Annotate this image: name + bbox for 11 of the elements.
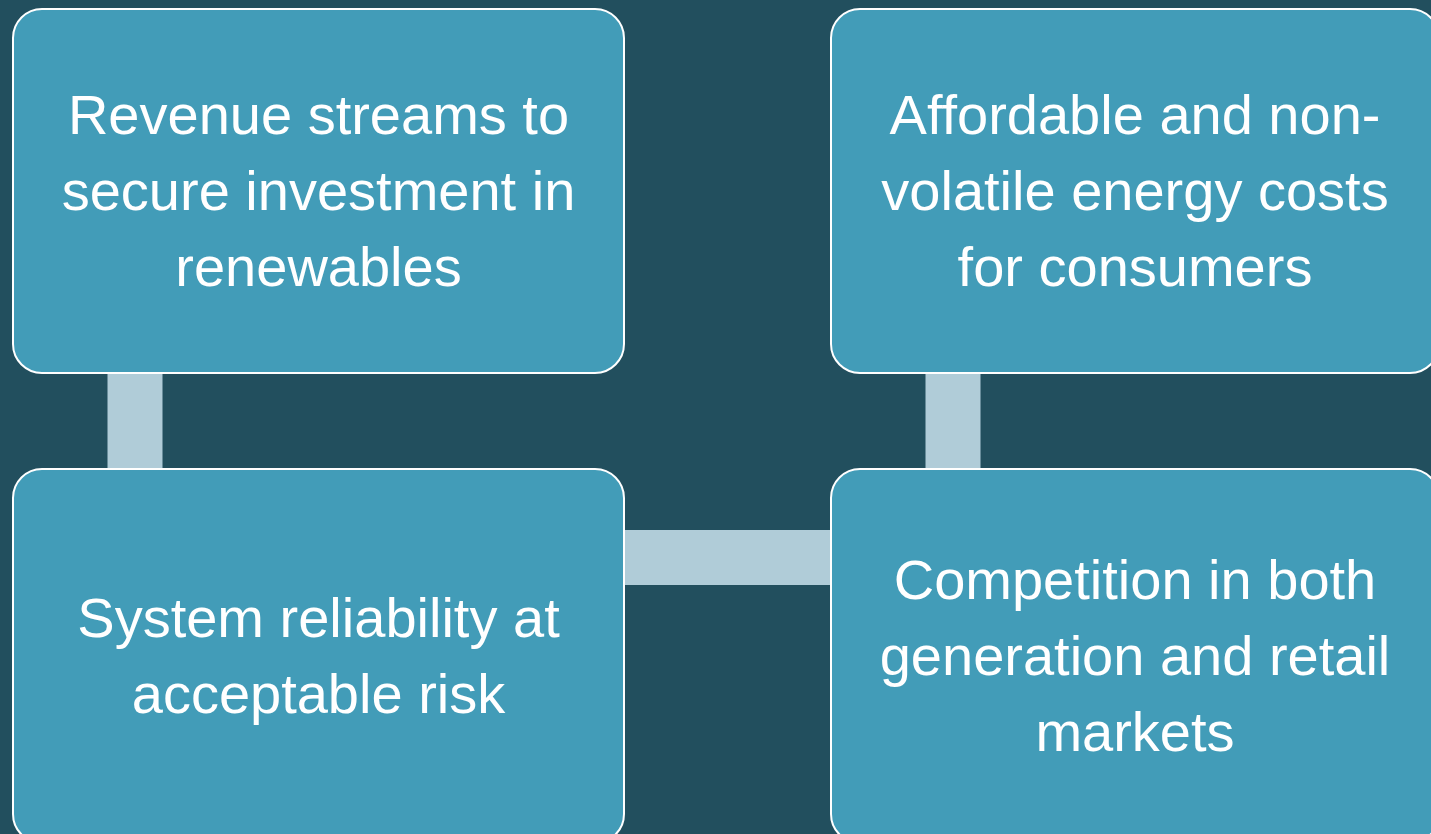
goal-box — [830, 468, 1431, 834]
box-text: System reliability at acceptable risk — [76, 585, 561, 727]
goal-box — [12, 468, 625, 834]
box-text: Affordable and non-volatile energy costs for consumers — [880, 82, 1390, 300]
connector-bar — [107, 373, 163, 469]
goal-box — [12, 8, 625, 374]
connector-bar — [925, 373, 981, 469]
goal-box — [830, 8, 1431, 374]
connector-bar — [624, 530, 831, 585]
box-text: Competition in both generation and retail markets — [878, 547, 1392, 765]
box-text: Revenue streams to secure investment in renewables — [60, 82, 577, 300]
